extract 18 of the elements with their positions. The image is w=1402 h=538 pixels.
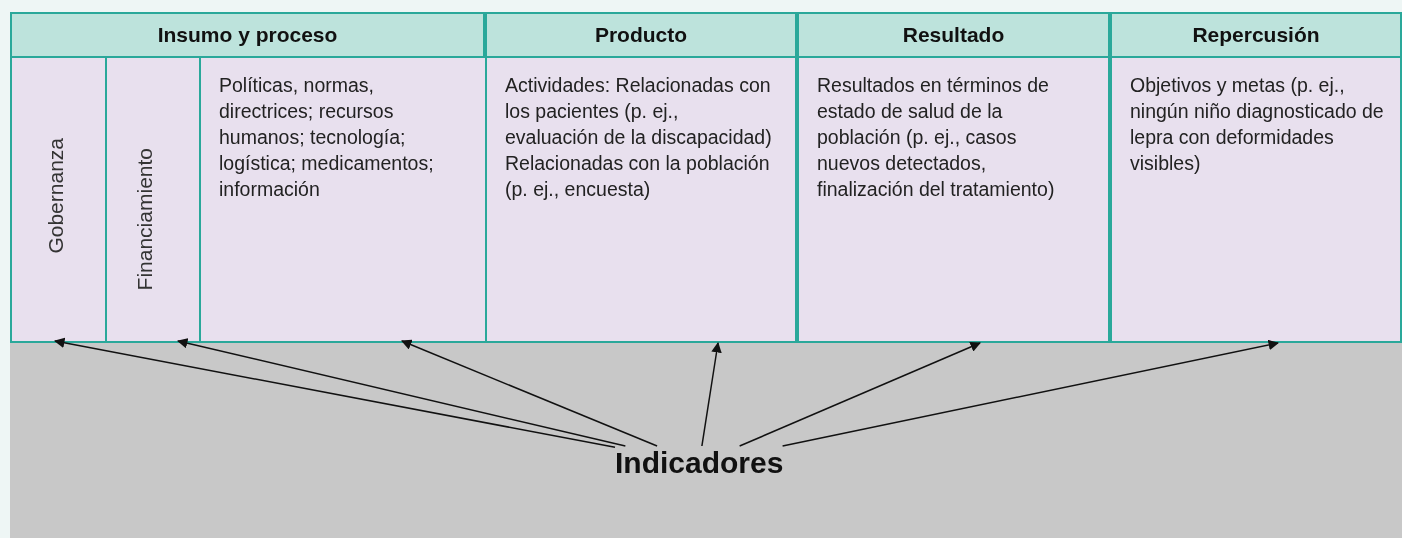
cell-text: Actividades: Relacionadas con los pacientes (p. ej., evaluación de la discapacidad) Relacionadas con la población (p. ej., encuesta) bbox=[505, 73, 773, 202]
arrow bbox=[53, 337, 616, 449]
table-cell bbox=[199, 58, 485, 341]
arrow bbox=[177, 338, 627, 447]
arrow bbox=[401, 339, 658, 447]
cell-text: Resultados en términos de estado de salud de la población (p. ej., casos nuevos detectados, finalización del tratamiento) bbox=[817, 73, 1056, 202]
vertical-label: Gobernanza bbox=[44, 138, 68, 254]
column-header: Insumo y proceso bbox=[12, 14, 483, 58]
arrow bbox=[738, 341, 981, 447]
cell-text: Objetivos y metas (p. ej., ningún niño diagnosticado de lepra con deformidades visibles) bbox=[1130, 73, 1385, 176]
cell-text: Políticas, normas, directrices; recursos humanos; tecnología; logística; medicamentos; información bbox=[219, 73, 435, 202]
vertical-label: Financiamiento bbox=[133, 148, 157, 291]
column-header: Repercusión bbox=[1112, 14, 1400, 58]
indicator-label: Indicadores bbox=[615, 446, 784, 480]
arrow bbox=[701, 341, 722, 447]
column-header: Producto bbox=[487, 14, 795, 58]
column-header: Resultado bbox=[799, 14, 1108, 58]
arrow bbox=[781, 339, 1280, 447]
